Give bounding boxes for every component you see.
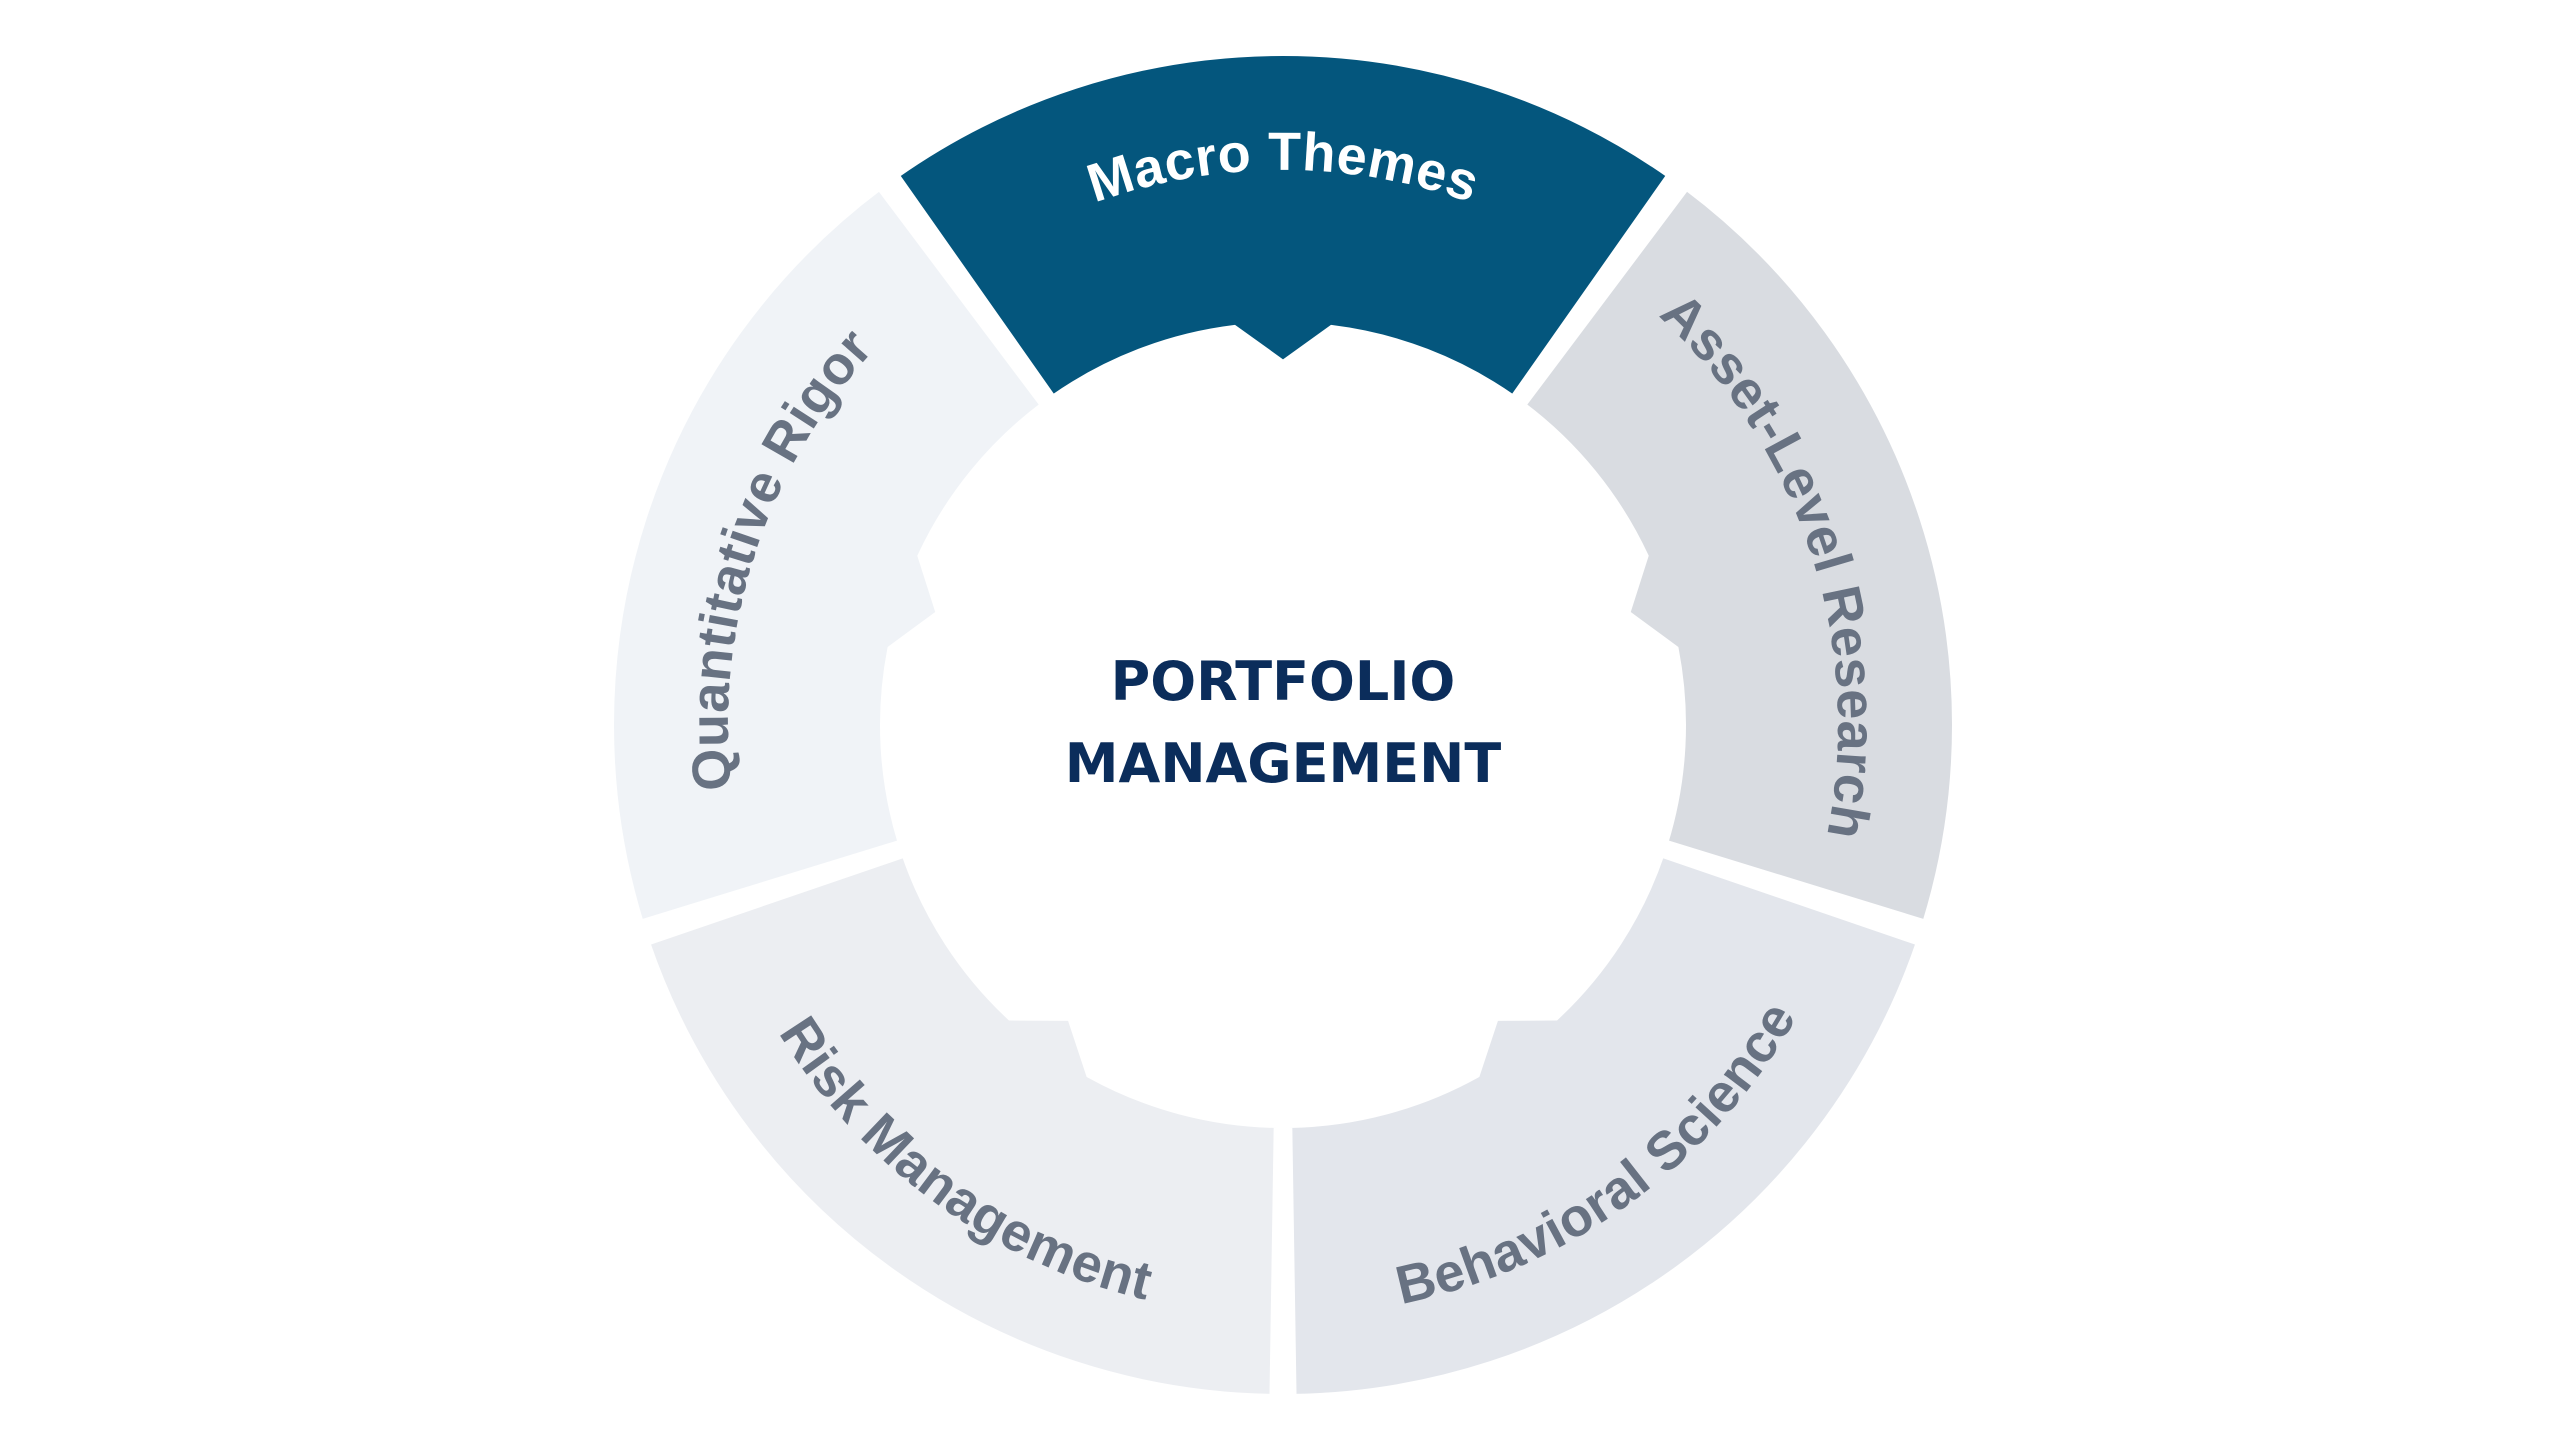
segment-quantitative-rigor[interactable] [608, 183, 1048, 927]
center-hub-circle [1003, 445, 1563, 1005]
segments-layer [608, 50, 1958, 1400]
center-title-line2: MANAGEMENT [1065, 732, 1502, 795]
center-title-line1: PORTFOLIO [1111, 650, 1456, 713]
segment-asset-level-research[interactable] [1518, 183, 1958, 927]
segment-macro-themes[interactable] [892, 50, 1674, 402]
segment-risk-management[interactable] [643, 850, 1280, 1400]
segment-behavioral-science[interactable] [1286, 850, 1923, 1400]
center-hub: PORTFOLIO MANAGEMENT [1003, 445, 1563, 1005]
